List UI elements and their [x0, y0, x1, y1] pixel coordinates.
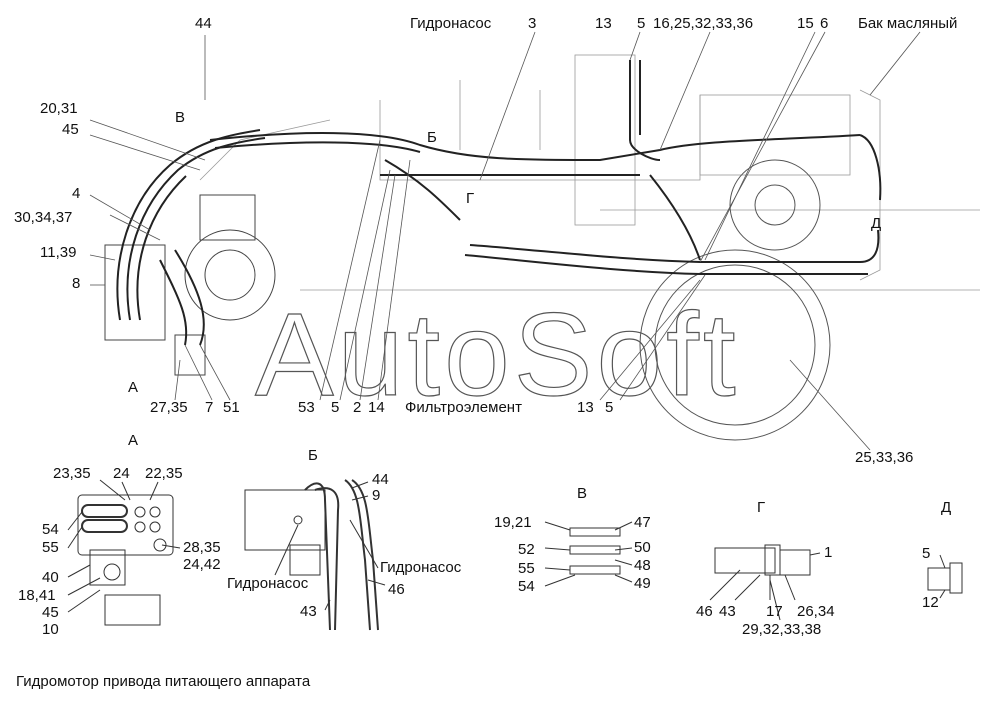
detail-v-title: В: [577, 485, 588, 502]
leader-lines: [89, 31, 921, 451]
detail-g-label-1: 1: [824, 544, 833, 561]
detail-v-label-55: 55: [518, 560, 535, 577]
detail-b-label-43: 43: [300, 603, 317, 620]
detail-g-label-46: 46: [696, 603, 713, 620]
detail-a-label-18-41: 18,41: [18, 587, 56, 604]
label-14: 14: [368, 399, 385, 416]
detail-a-label-28-35: 28,35: [183, 539, 221, 556]
label-2: 2: [353, 399, 362, 416]
detail-d-title: Д: [941, 499, 952, 516]
label-filter-element: Фильтроэлемент: [405, 399, 522, 416]
label-15: 15: [797, 15, 814, 32]
machine-frame: [199, 54, 980, 291]
label-view-v: В: [175, 109, 186, 126]
label-5-right: 5: [605, 399, 614, 416]
detail-g-label-43: 43: [719, 603, 736, 620]
detail-g-label-26-34: 26,34: [797, 603, 835, 620]
label-3: 3: [528, 15, 537, 32]
detail-g-label-17: 17: [766, 603, 783, 620]
label-7: 7: [205, 399, 214, 416]
label-5-lower: 5: [331, 399, 340, 416]
label-13-lower: 13: [577, 399, 594, 416]
detail-g-label-29-32-33-38: 29,32,33,38: [742, 621, 822, 638]
drawing-caption: Гидромотор привода питающего аппарата: [16, 673, 311, 690]
detail-v-label-52: 52: [518, 541, 535, 558]
watermark-text: AutoSoft: [255, 289, 740, 421]
detail-a-label-45: 45: [42, 604, 59, 621]
detail-a-label-24-42: 24,42: [183, 556, 221, 573]
detail-v-label-54: 54: [518, 578, 535, 595]
label-20-31: 20,31: [40, 100, 78, 117]
main-hoses: [209, 60, 882, 275]
detail-v-drawing: [544, 521, 633, 587]
detail-v-label-49: 49: [634, 575, 651, 592]
detail-a-label-54: 54: [42, 521, 59, 538]
label-27-35: 27,35: [150, 399, 188, 416]
label-11-39: 11,39: [40, 244, 77, 261]
detail-v-label-48: 48: [634, 557, 651, 574]
detail-b-title: Б: [308, 447, 318, 464]
label-30-34-37: 30,34,37: [14, 209, 73, 226]
detail-d-drawing: [927, 554, 963, 599]
label-8: 8: [72, 275, 81, 292]
label-view-a-main: А: [128, 379, 139, 396]
detail-v-label-47: 47: [634, 514, 651, 531]
wheel: [639, 159, 831, 441]
detail-a-label-24: 24: [113, 465, 130, 482]
detail-b-label-pump-left: Гидронасос: [227, 575, 309, 592]
hose-bundle-left: [116, 129, 266, 346]
label-oil-tank: Бак масляный: [858, 15, 958, 32]
detail-g-title: Г: [757, 499, 766, 516]
detail-a-title: А: [128, 432, 139, 449]
hydromotor-assembly: [104, 194, 276, 376]
detail-d-label-12: 12: [922, 594, 939, 611]
detail-a-drawing: [67, 479, 181, 626]
detail-a-label-40: 40: [42, 569, 59, 586]
detail-a-label-55: 55: [42, 539, 59, 556]
label-44: 44: [195, 15, 212, 32]
detail-a-label-23-35: 23,35: [53, 465, 91, 482]
detail-v-label-50: 50: [634, 539, 651, 556]
label-25-33-36: 25,33,36: [855, 449, 914, 466]
label-view-g: Г: [466, 190, 475, 207]
label-16-25-32-33-36: 16,25,32,33,36: [653, 15, 754, 32]
detail-a-label-10: 10: [42, 621, 59, 638]
label-51: 51: [223, 399, 240, 416]
detail-g-drawing: [709, 544, 821, 621]
detail-d-label-5: 5: [922, 545, 931, 562]
detail-v-label-19-21: 19,21: [494, 514, 532, 531]
label-view-d: Д: [871, 215, 882, 232]
label-6: 6: [820, 15, 829, 32]
detail-b-label-44: 44: [372, 471, 389, 488]
label-13: 13: [595, 15, 612, 32]
detail-b-label-46: 46: [388, 581, 405, 598]
label-53: 53: [298, 399, 315, 416]
detail-b-drawing: [244, 479, 386, 631]
label-45: 45: [62, 121, 79, 138]
label-pump-top: Гидронасос: [410, 15, 492, 32]
detail-b-label-pump-right: Гидронасос: [380, 559, 462, 576]
label-4: 4: [72, 185, 81, 202]
detail-b-label-9: 9: [372, 487, 381, 504]
label-5: 5: [637, 15, 646, 32]
label-view-b: Б: [427, 129, 437, 146]
detail-a-label-22-35: 22,35: [145, 465, 183, 482]
